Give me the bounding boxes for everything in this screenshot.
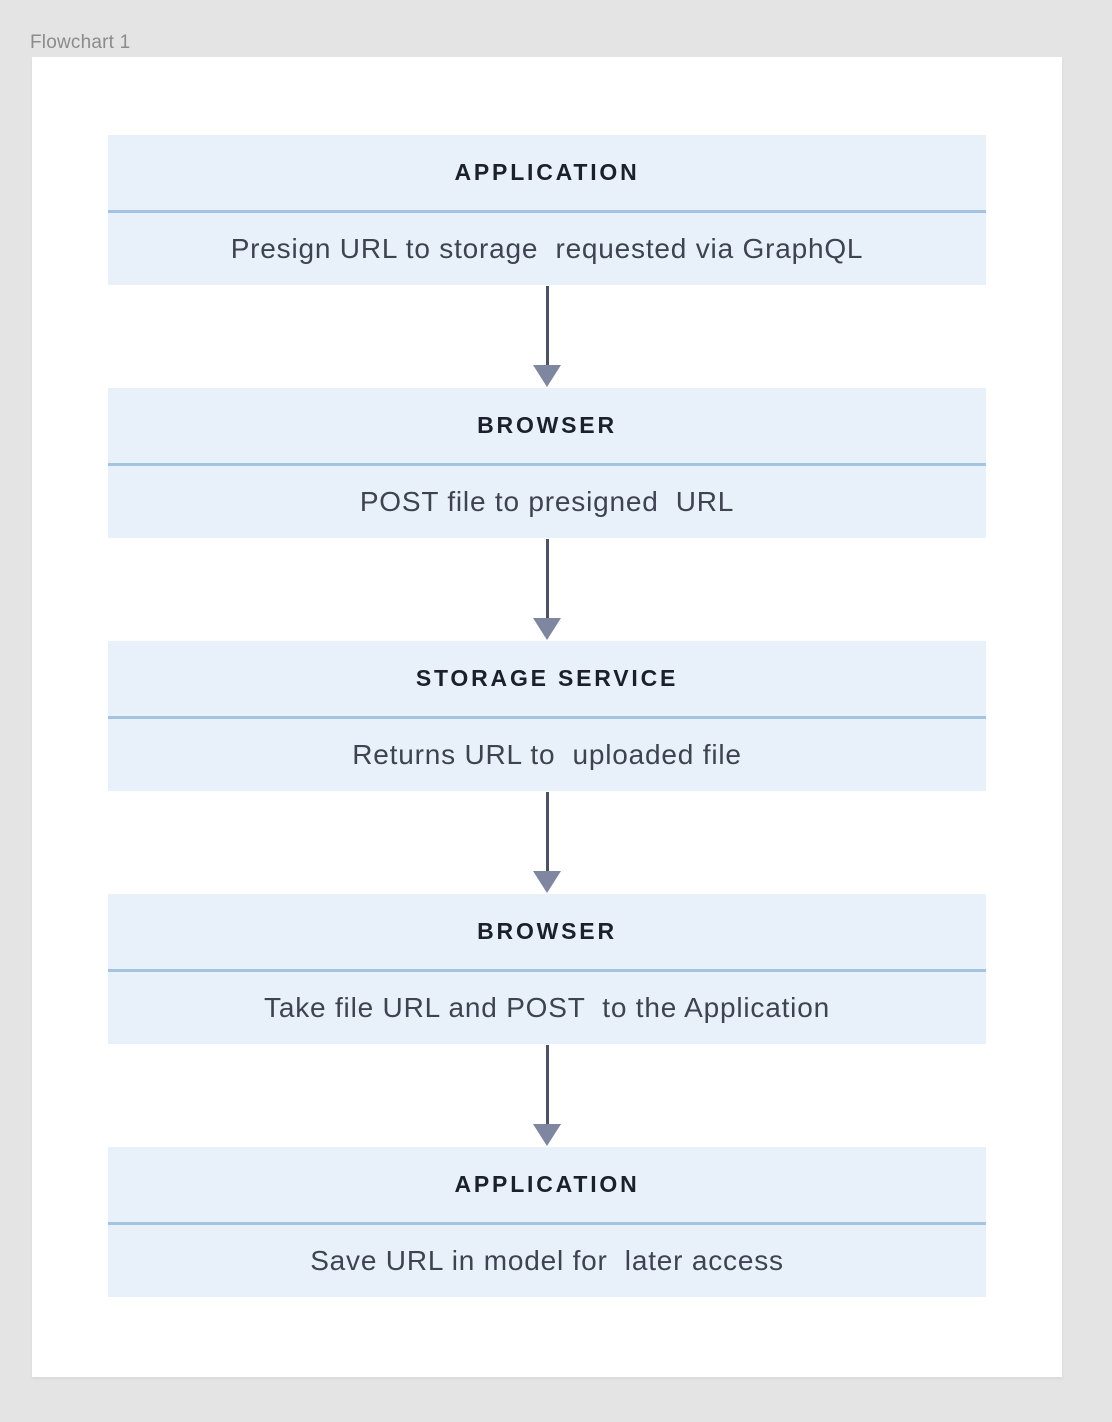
step-divider — [108, 716, 986, 719]
frame-title[interactable]: Flowchart 1 — [30, 32, 131, 53]
step-header: BROWSER — [477, 918, 617, 944]
flowchart-frame: APPLICATION Presign URL to storage reque… — [32, 57, 1062, 1377]
flow-step-browser-2: BROWSER Take file URL and POST to the Ap… — [108, 894, 986, 1044]
flow-arrow-down-1 — [533, 285, 561, 388]
arrow-line — [545, 1045, 549, 1124]
arrow-head-icon — [533, 1124, 561, 1146]
flow-step-application-1: APPLICATION Presign URL to storage reque… — [108, 135, 986, 285]
flow-arrow-down-4 — [533, 1044, 561, 1147]
flow-step-application-2: APPLICATION Save URL in model for later … — [108, 1147, 986, 1297]
step-header: APPLICATION — [454, 1171, 640, 1197]
step-body: Presign URL to storage requested via Gra… — [230, 233, 864, 264]
step-header: APPLICATION — [454, 159, 640, 185]
arrow-line — [545, 286, 549, 365]
step-divider — [108, 463, 986, 466]
step-divider — [108, 969, 986, 972]
step-header: STORAGE SERVICE — [415, 665, 679, 691]
flow-step-browser-1: BROWSER POST file to presigned URL — [108, 388, 986, 538]
step-divider — [108, 1222, 986, 1225]
step-body: Returns URL to uploaded file — [352, 739, 742, 770]
step-header: BROWSER — [477, 412, 617, 438]
flow-step-storage-service: STORAGE SERVICE Returns URL to uploaded … — [108, 641, 986, 791]
arrow-head-icon — [533, 871, 561, 893]
arrow-head-icon — [533, 618, 561, 640]
arrow-line — [545, 792, 549, 871]
flow-arrow-down-3 — [533, 791, 561, 894]
flow-arrow-down-2 — [533, 538, 561, 641]
step-body: Save URL in model for later access — [310, 1245, 784, 1276]
arrow-head-icon — [533, 365, 561, 387]
step-body: Take file URL and POST to the Applicatio… — [264, 992, 830, 1023]
step-divider — [108, 210, 986, 213]
step-body: POST file to presigned URL — [359, 486, 735, 517]
arrow-line — [545, 539, 549, 618]
